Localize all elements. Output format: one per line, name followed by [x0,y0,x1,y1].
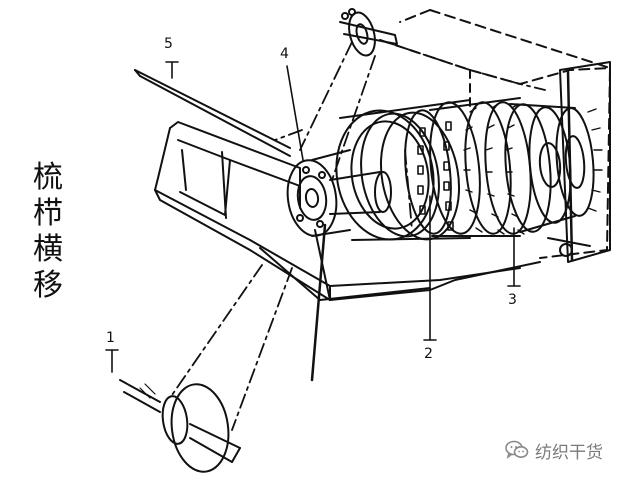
watermark-text: 纺织干货 [535,442,603,463]
callout-5: 5 [164,36,173,52]
main-shaft [329,171,392,215]
caption-char-2: 栉 [33,196,63,231]
large-disc [335,99,471,241]
callout-3: 3 [508,292,517,308]
leader-lines [105,61,521,373]
beam-structure [154,121,541,382]
upper-pulley [339,8,398,57]
caption-char-1: 梳 [33,160,63,195]
front-hub [286,149,351,237]
perforated-drum [404,97,521,237]
caption-char-3: 横 [33,232,63,267]
lower-pulley [119,379,241,473]
wechat-icon [505,440,529,459]
caption-char-4: 移 [33,268,63,303]
callout-1: 1 [106,330,115,346]
gear-stack [463,101,603,257]
callout-2: 2 [424,346,433,362]
vertical-caption: 梳 栉 横 移 [30,160,66,304]
watermark: 纺织干货 [505,437,603,463]
guide-bar [134,69,291,157]
callout-4: 4 [280,46,289,62]
